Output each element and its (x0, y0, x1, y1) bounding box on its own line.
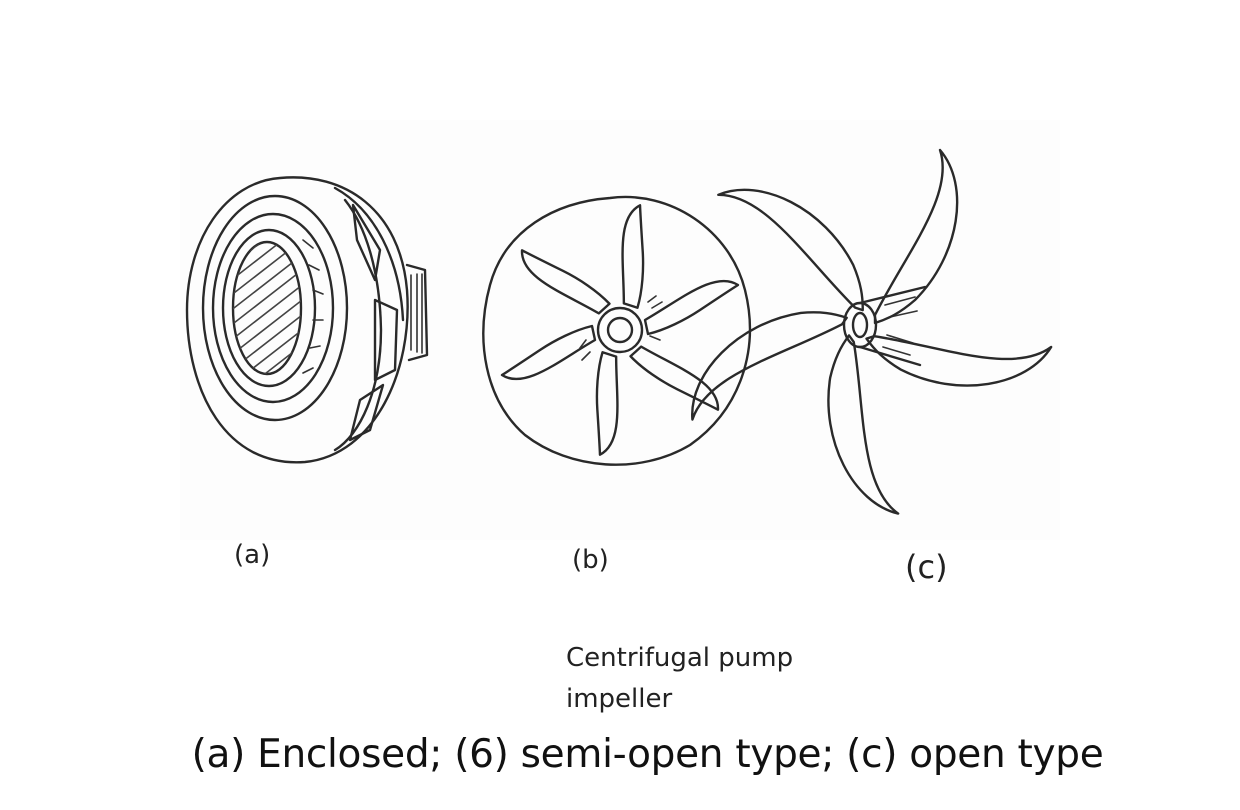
impeller-a-label: (a) (234, 540, 271, 570)
vane (873, 148, 959, 325)
vane (827, 334, 900, 515)
semi-open-impeller-drawing (482, 195, 752, 466)
vane (629, 345, 720, 411)
vane (643, 279, 740, 336)
vane (595, 351, 619, 456)
open-impeller-drawing (691, 148, 1053, 515)
vane (865, 334, 1053, 387)
vane (691, 311, 848, 421)
vane (621, 204, 645, 309)
figure-title-line-1: Centrifugal pump (566, 643, 794, 673)
figure-title-line-2: impeller (566, 684, 673, 714)
figure-background (180, 120, 1060, 540)
figure-caption: (a) Enclosed; (6) semi-open type; (c) op… (191, 732, 1104, 777)
impeller-c-label: (c) (905, 548, 948, 586)
vane (500, 324, 597, 381)
enclosed-impeller-drawing (185, 176, 429, 464)
impeller-b-label: (b) (572, 545, 609, 575)
vane (520, 249, 611, 315)
vane (717, 188, 864, 312)
